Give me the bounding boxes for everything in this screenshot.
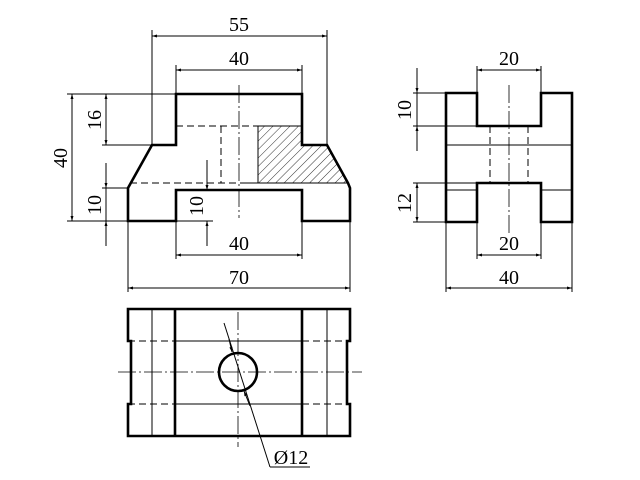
- dim-10-side: 10: [394, 100, 416, 120]
- dim-70: 70: [229, 267, 249, 289]
- dim-10-base: 10: [84, 195, 106, 215]
- dim-diameter-12: Ø12: [274, 447, 308, 469]
- dim-16: 16: [84, 110, 106, 130]
- top-outline: [126, 307, 352, 438]
- front-view: 55 40 40 16 10 10 40 70: [50, 14, 352, 292]
- dim-40-depth: 40: [499, 267, 519, 289]
- side-view: 20 10 12 20 40: [394, 48, 574, 292]
- dim-55: 55: [229, 14, 249, 36]
- dim-20-top: 20: [499, 48, 519, 70]
- front-outline: [126, 92, 352, 223]
- top-view: Ø12: [118, 307, 362, 469]
- dim-10-slot: 10: [186, 196, 208, 216]
- dim-40-slot: 40: [229, 233, 249, 255]
- dim-40-height: 40: [50, 148, 72, 168]
- dim-40-boss: 40: [229, 48, 249, 70]
- dim-20-bottom: 20: [499, 233, 519, 255]
- diameter-leader: [223, 322, 271, 468]
- dim-12: 12: [394, 193, 416, 213]
- section-hatch: [258, 126, 348, 183]
